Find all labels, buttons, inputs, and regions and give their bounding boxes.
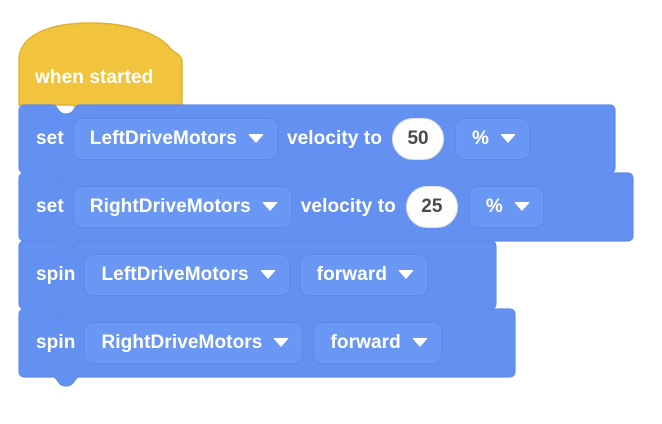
statement-block[interactable]: spin LeftDriveMotors forward <box>18 240 497 319</box>
dropdown-value: RightDriveMotors <box>89 196 251 217</box>
block-content: spin LeftDriveMotors forward <box>18 240 496 309</box>
statement-block[interactable]: set RightDriveMotors velocity to 25% <box>18 172 634 251</box>
dropdown-value: forward <box>330 332 401 353</box>
number-input-value: 25 <box>421 196 443 217</box>
dropdown-field[interactable]: forward <box>299 253 429 296</box>
block-keyword-label: set <box>36 128 64 149</box>
dropdown-field[interactable]: % <box>455 117 531 160</box>
chevron-down-icon <box>259 270 276 279</box>
block-keyword-label: spin <box>36 264 76 285</box>
dropdown-field[interactable]: % <box>468 185 544 228</box>
dropdown-field[interactable]: LeftDriveMotors <box>84 253 290 296</box>
dropdown-value: % <box>472 128 490 149</box>
block-content: set LeftDriveMotors velocity to 50% <box>18 104 615 173</box>
dropdown-value: LeftDriveMotors <box>89 128 237 149</box>
chevron-down-icon <box>513 202 530 211</box>
dropdown-value: forward <box>316 264 388 285</box>
chevron-down-icon <box>261 202 278 211</box>
block-keyword-label: spin <box>36 332 76 353</box>
chevron-down-icon <box>247 134 264 143</box>
dropdown-value: RightDriveMotors <box>101 332 263 353</box>
block-content: set RightDriveMotors velocity to 25% <box>18 172 633 241</box>
dropdown-field[interactable]: forward <box>313 321 442 364</box>
dropdown-field[interactable]: RightDriveMotors <box>84 321 304 364</box>
chevron-down-icon <box>273 338 290 347</box>
statement-block[interactable]: set LeftDriveMotors velocity to 50% <box>18 104 616 183</box>
dropdown-value: % <box>485 196 503 217</box>
number-input[interactable]: 25 <box>405 185 458 228</box>
dropdown-field[interactable]: RightDriveMotors <box>72 185 292 228</box>
hat-block-label: when started <box>35 67 154 88</box>
dropdown-field[interactable]: LeftDriveMotors <box>72 117 278 160</box>
statement-block[interactable]: spin RightDriveMotors forward <box>18 308 516 387</box>
dropdown-value: LeftDriveMotors <box>101 264 249 285</box>
chevron-down-icon <box>398 270 415 279</box>
block-content: spin RightDriveMotors forward <box>18 308 515 377</box>
number-input-value: 50 <box>407 128 429 149</box>
block-keyword-label: velocity to <box>300 196 396 217</box>
number-input[interactable]: 50 <box>392 117 445 160</box>
block-keyword-label: velocity to <box>286 128 383 149</box>
hat-block-when-started[interactable]: when started <box>18 22 183 112</box>
chevron-down-icon <box>411 338 428 347</box>
block-keyword-label: set <box>36 196 64 217</box>
chevron-down-icon <box>500 134 517 143</box>
